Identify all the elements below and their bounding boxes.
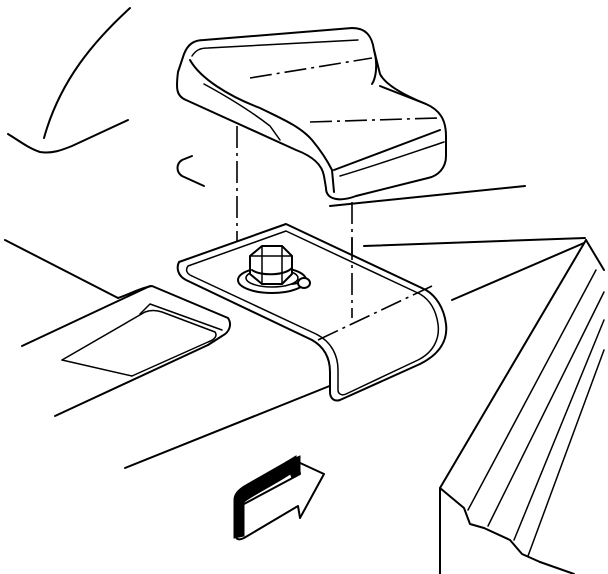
trim-panel xyxy=(4,239,333,469)
upper-right-contour xyxy=(329,185,586,301)
side-wall xyxy=(439,239,605,574)
mounting-bracket xyxy=(176,223,448,402)
recessed-pocket xyxy=(61,285,231,377)
hex-bolt xyxy=(249,245,293,285)
spacer-block xyxy=(176,27,447,201)
curved-arrow-icon xyxy=(233,455,325,541)
upper-panel-edge xyxy=(7,7,131,154)
left-flange xyxy=(176,155,205,187)
